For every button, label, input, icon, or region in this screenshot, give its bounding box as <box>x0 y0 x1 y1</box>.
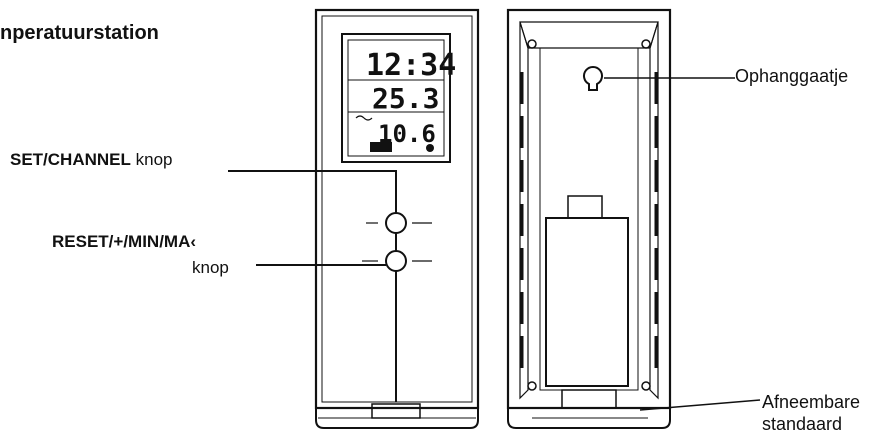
back-view <box>506 8 761 429</box>
battery-compartment <box>545 217 629 387</box>
lcd-display: 12:34 25.3 10.6 <box>341 33 456 163</box>
reset-label-line2: knop <box>192 258 229 277</box>
stand-leader <box>639 399 761 411</box>
stand-label-line2: standaard <box>762 414 843 434</box>
set-channel-label-bold: SET/CHANNEL <box>10 150 131 169</box>
set-channel-label: SET/CHANNEL knop <box>10 150 173 170</box>
screw-top-right-icon <box>641 39 651 49</box>
back-stand <box>507 407 671 429</box>
reset-label-line1: RESET/+/MIN/MA‹ <box>52 232 197 251</box>
back-body-outline <box>506 8 672 410</box>
lcd-screen <box>347 39 445 157</box>
lcd-time: 12:34 <box>366 48 456 83</box>
back-left-bevel <box>519 21 529 400</box>
set-channel-leader <box>228 170 397 213</box>
front-stand-foot <box>371 403 421 419</box>
set-channel-label-suffix: knop <box>130 150 173 169</box>
hanging-hole-label: Ophanggaatje <box>735 66 849 86</box>
diagram-title: nperatuurstation <box>0 22 159 44</box>
front-stand <box>315 407 479 429</box>
screw-bottom-right-icon <box>641 381 651 391</box>
back-right-bevel <box>649 21 659 400</box>
screw-bottom-left-icon <box>527 381 537 391</box>
battery-tab <box>567 195 603 219</box>
back-stand-clip <box>561 389 617 409</box>
lcd-indicator-block <box>370 142 392 152</box>
lcd-frame <box>341 33 451 163</box>
front-view: 12:34 25.3 10.6 <box>228 8 480 429</box>
screw-top-left-icon <box>527 39 537 49</box>
hanging-hole-icon <box>583 65 603 91</box>
back-top-bevel <box>519 21 659 49</box>
set-channel-button[interactable] <box>385 212 407 234</box>
stand-label-line1: Afneembare <box>762 392 861 412</box>
wave-icon <box>355 115 373 121</box>
lcd-indicator-dot <box>426 144 434 152</box>
lcd-temperature: 25.3 <box>372 82 439 115</box>
reset-min-max-button[interactable] <box>385 250 407 272</box>
